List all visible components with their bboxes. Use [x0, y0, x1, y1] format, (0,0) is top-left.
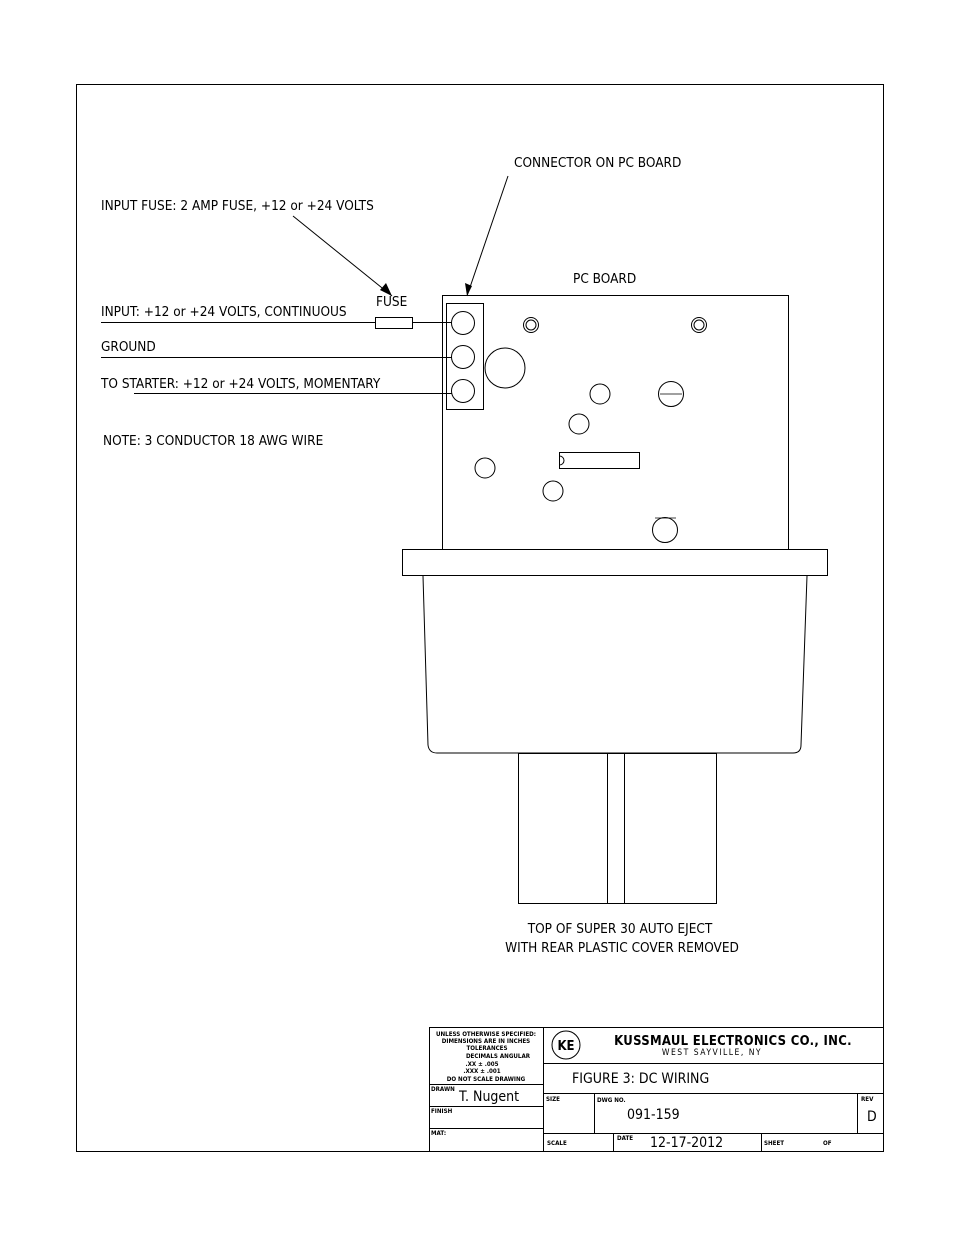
dwg-no-label: DWG NO.	[597, 1097, 626, 1104]
ic-chip	[559, 452, 640, 469]
sheet-label: SHEET	[764, 1140, 784, 1147]
large-component	[484, 347, 526, 389]
drawing-title: FIGURE 3: DC WIRING	[572, 1071, 709, 1087]
connector-callout: CONNECTOR ON PC BOARD	[514, 155, 681, 171]
component	[658, 381, 684, 407]
fuse-symbol	[375, 317, 413, 329]
rev-value: D	[867, 1109, 877, 1125]
company-location: WEST SAYVILLE, NY	[662, 1048, 762, 1058]
tolerance-line-7: DO NOT SCALE DRAWING	[447, 1076, 526, 1083]
component	[652, 517, 678, 543]
rev-label: REV	[861, 1096, 874, 1103]
mat-label: MAT:	[431, 1130, 446, 1137]
date-value: 12-17-2012	[650, 1135, 723, 1151]
component	[542, 480, 564, 502]
connector-block	[446, 303, 484, 410]
caption-line-2: WITH REAR PLASTIC COVER REMOVED	[505, 940, 739, 956]
pc-board-label: PC BOARD	[573, 271, 636, 287]
logo-letters: KE	[557, 1039, 574, 1054]
drawing-border	[76, 84, 884, 1152]
connector-leader	[466, 175, 509, 297]
company-name: KUSSMAUL ELECTRONICS CO., INC.	[614, 1034, 852, 1049]
fuse-leader	[292, 215, 393, 297]
tolerance-line-2: DIMENSIONS ARE IN INCHES	[442, 1038, 530, 1045]
dwg-no: 091-159	[627, 1107, 680, 1123]
tolerance-line-1: UNLESS OTHERWISE SPECIFIED:	[436, 1031, 536, 1038]
of-label: OF	[823, 1140, 832, 1147]
size-label: SIZE	[546, 1096, 560, 1103]
connector-pin-ground	[451, 345, 475, 369]
component	[474, 457, 496, 479]
board-components	[474, 317, 707, 543]
component	[589, 383, 611, 405]
tolerance-line-4: DECIMALS ANGULAR	[466, 1053, 531, 1060]
plug-body	[518, 753, 717, 904]
component	[568, 413, 590, 435]
drawn-label: DRAWN	[431, 1086, 455, 1093]
connector-pin-starter	[451, 379, 475, 403]
input-fuse-callout: INPUT FUSE: 2 AMP FUSE, +12 or +24 VOLTS	[101, 198, 374, 214]
mounting-hole	[691, 317, 707, 333]
starter-label: TO STARTER: +12 or +24 VOLTS, MOMENTARY	[100, 376, 381, 392]
housing-flange	[402, 549, 828, 576]
tolerance-line-5: .XX ± .005	[466, 1061, 499, 1068]
tolerance-line-6: .XXX ± .001	[463, 1068, 500, 1075]
input-label: INPUT: +12 or +24 VOLTS, CONTINUOUS	[101, 304, 347, 320]
drawn-by: T. Nugent	[458, 1089, 519, 1105]
tolerance-line-3: TOLERANCES	[466, 1045, 507, 1052]
title-block	[429, 1027, 884, 1152]
fuse-label: FUSE	[376, 294, 407, 310]
housing-body	[422, 575, 808, 754]
connector-pin-input	[451, 311, 475, 335]
date-label: DATE	[617, 1135, 633, 1142]
caption-line-1: TOP OF SUPER 30 AUTO EJECT	[527, 921, 713, 937]
note-label: NOTE: 3 CONDUCTOR 18 AWG WIRE	[103, 433, 323, 449]
mounting-hole	[523, 317, 539, 333]
pc-board	[442, 295, 789, 550]
company-logo	[551, 1030, 581, 1060]
ground-label: GROUND	[101, 339, 156, 355]
finish-label: FINISH	[431, 1108, 453, 1115]
scale-label: SCALE	[547, 1140, 567, 1147]
